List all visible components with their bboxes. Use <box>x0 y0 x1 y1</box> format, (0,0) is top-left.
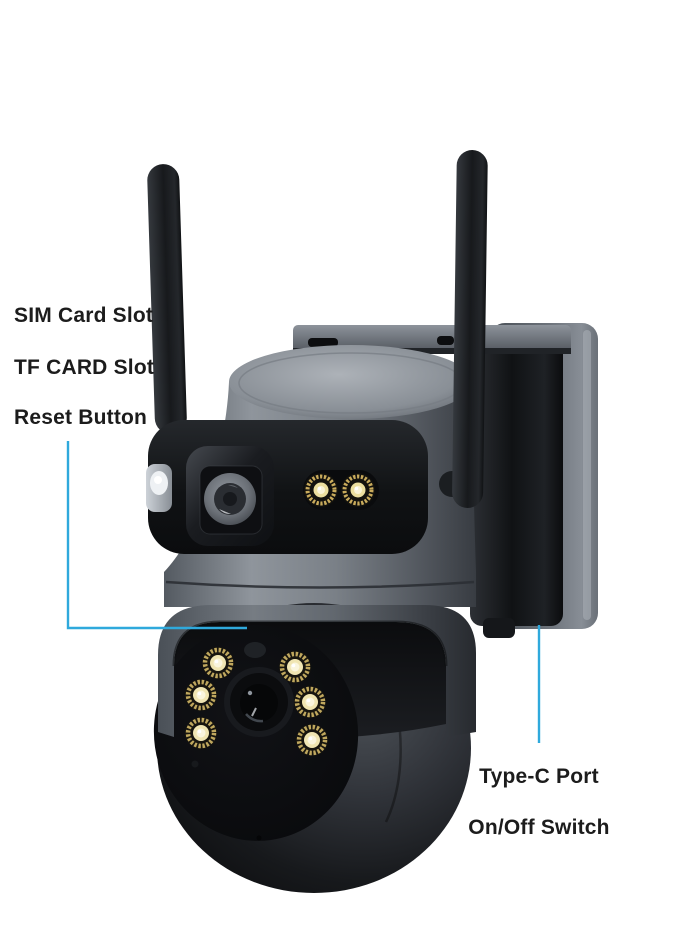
callout-line-left <box>66 441 247 630</box>
bottom-hole <box>256 835 262 841</box>
microphone-hole <box>191 760 199 768</box>
bracket-foot-tab <box>483 618 515 638</box>
pan-tilt-ball <box>153 603 471 893</box>
wall-mount-bracket <box>293 323 598 638</box>
lens-glint <box>245 713 264 723</box>
camera-head <box>146 345 476 607</box>
light-sensor <box>244 642 266 658</box>
upper-fixed-lens <box>186 446 274 546</box>
bracket-edge-highlight <box>583 330 591 620</box>
antenna-left <box>147 164 187 435</box>
cylinder-groove <box>165 580 475 589</box>
label-on-off-switch: On/Off Switch <box>468 816 610 839</box>
label-tf-card-slot: TF CARD Slot <box>14 356 155 379</box>
status-led <box>146 464 172 512</box>
label-reset-button: Reset Button <box>14 406 148 429</box>
label-sim-card-slot: SIM Card Slot <box>14 304 154 327</box>
bracket-arm <box>470 328 563 626</box>
antenna-right <box>439 150 488 509</box>
annotation-lines <box>66 441 541 743</box>
ir-led-array <box>185 647 328 756</box>
ball-lens <box>224 667 294 737</box>
label-type-c-port: Type-C Port <box>479 765 599 788</box>
ball-housing-collar <box>158 605 476 737</box>
plate-slot <box>308 338 338 347</box>
head-top-cap <box>229 345 473 419</box>
plate-slot <box>437 336 454 345</box>
dual-led-spotlights <box>303 470 379 510</box>
lens-glint <box>219 509 231 515</box>
